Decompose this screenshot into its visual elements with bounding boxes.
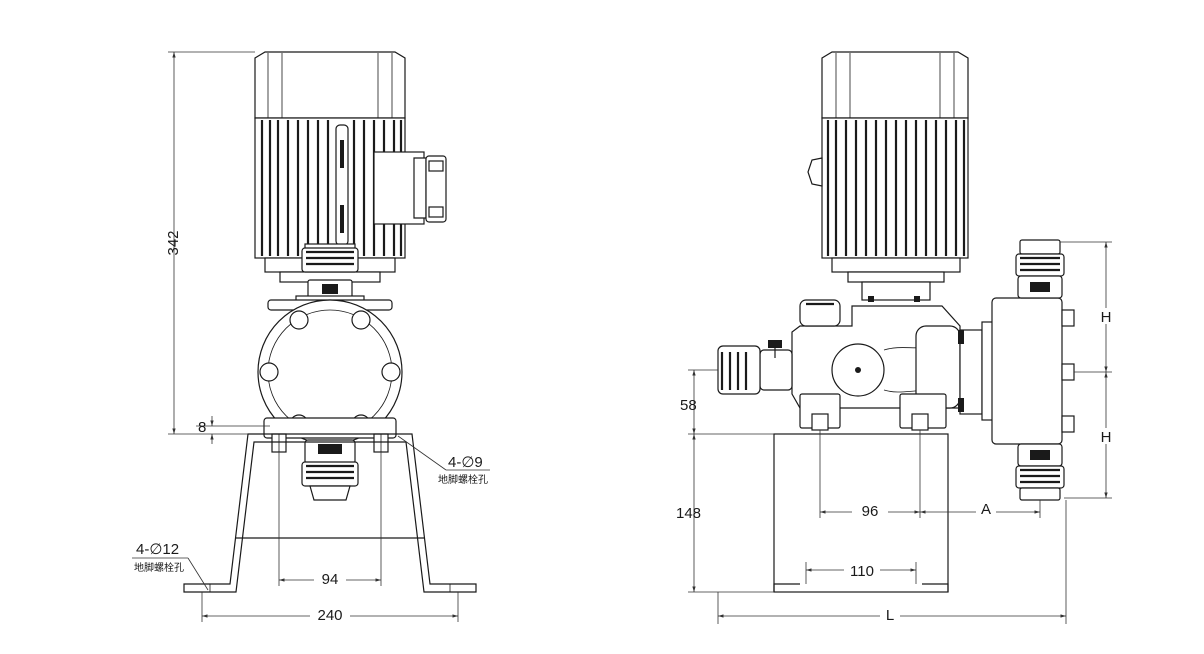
right-motor-body: [807, 117, 969, 259]
dim-H-upper: H: [1101, 309, 1112, 326]
mount-hole-spec: 4-∅9: [448, 454, 483, 471]
dim-110: 110: [850, 563, 874, 580]
left-dimensions: 342 8 94 240 4-∅9 地脚螺栓孔 4-∅12 地脚螺栓: [132, 51, 490, 624]
right-view: 58 148 96 A 110 L: [676, 51, 1116, 624]
mount-hole-label: 地脚螺栓孔: [438, 473, 488, 486]
right-motor-cap: [821, 51, 969, 119]
dim-148: 148: [676, 505, 701, 522]
foot-hole-spec: 4-∅12: [136, 541, 179, 558]
right-lower-valve: [1015, 443, 1065, 501]
left-pump-head: [257, 299, 403, 445]
right-pump-head: [981, 297, 1075, 445]
dim-94: 94: [322, 571, 339, 588]
dim-342: 342: [165, 230, 182, 255]
dim-58: 58: [680, 397, 697, 414]
dim-96: 96: [862, 503, 879, 520]
dim-240: 240: [317, 607, 342, 624]
dim-L: L: [886, 607, 894, 624]
right-motor-flange: [831, 257, 961, 302]
dim-A: A: [981, 501, 991, 518]
left-terminal-box: [373, 151, 447, 225]
left-view: 342 8 94 240 4-∅9 地脚螺栓孔 4-∅12 地脚螺栓: [132, 51, 490, 624]
foot-hole-label: 地脚螺栓孔: [134, 561, 184, 574]
left-mount-bolts: [271, 433, 389, 453]
dim-H-lower: H: [1101, 429, 1112, 446]
right-dimensions: 58 148 96 A 110 L: [676, 241, 1116, 624]
right-pump-body: [791, 299, 961, 431]
right-upper-valve: [1015, 239, 1065, 299]
right-coupling: [958, 329, 983, 415]
left-motor-body: [254, 117, 406, 259]
left-lower-valve: [301, 439, 359, 501]
right-stroke-knob: [717, 340, 793, 395]
left-motor-cap: [254, 51, 406, 119]
dim-8: 8: [198, 419, 206, 436]
